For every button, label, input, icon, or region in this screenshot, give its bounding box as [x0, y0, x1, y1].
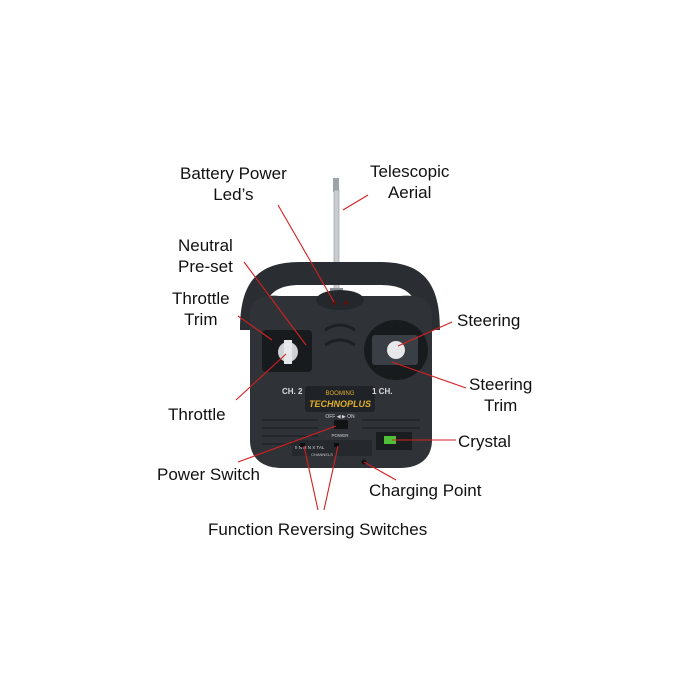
- leader-throttle: [235, 353, 287, 401]
- label-charging-point: Charging Point: [369, 481, 482, 500]
- reversing-switch[interactable]: [334, 443, 339, 447]
- label-battery-leds: Battery Power Led’s: [180, 164, 287, 204]
- leader-aerial: [342, 194, 369, 211]
- switch-text: OFF ◀ ▶ ON: [325, 414, 355, 420]
- label-crystal: Crystal: [458, 432, 511, 451]
- leader-neutral: [243, 261, 307, 346]
- battery-led: [344, 301, 348, 305]
- ch1-text: 1 CH.: [372, 387, 392, 396]
- reversing-switch[interactable]: [300, 443, 305, 447]
- label-steering: Steering: [457, 311, 521, 330]
- label-steering-trim: Steering Trim: [469, 375, 533, 415]
- leader-charging: [363, 461, 397, 481]
- ch2-text: CH. 2: [282, 387, 303, 396]
- reversing-panel: [292, 440, 372, 456]
- leader-steering-trim: [391, 361, 467, 389]
- label-neutral-preset: Neutral Pre-set: [178, 236, 233, 276]
- leader-reversing-2: [323, 445, 339, 511]
- power-text: POWER: [331, 433, 349, 438]
- reverse-row-text: II N R N X TAL: [295, 445, 325, 450]
- label-telescopic-aerial: Telescopic Aerial: [370, 162, 450, 202]
- brand-top-text: BOOMING: [325, 391, 354, 397]
- power-switch[interactable]: [334, 420, 348, 429]
- leader-steering: [397, 321, 453, 347]
- led-housing: [316, 290, 364, 310]
- label-throttle-trim: Throttle Trim: [172, 289, 230, 329]
- leader-reversing-1: [303, 445, 319, 511]
- brand-plate: [305, 386, 375, 412]
- leader-power-switch: [237, 425, 337, 463]
- steering-stick-housing: [364, 320, 428, 380]
- label-throttle: Throttle: [168, 405, 226, 424]
- throttle-stick-housing: [262, 330, 312, 372]
- brand-text: TECHNOPLUS: [309, 399, 371, 409]
- leader-throttle-trim: [237, 315, 273, 341]
- label-power-switch: Power Switch: [157, 465, 260, 484]
- battery-led: [332, 301, 336, 305]
- crystal[interactable]: [384, 436, 396, 444]
- leader-lines: [235, 194, 467, 511]
- label-function-reversing-switches: Function Reversing Switches: [208, 520, 428, 539]
- channels-text: CHANNELS: [311, 452, 333, 457]
- carry-handle: [240, 262, 440, 330]
- leader-battery-leds: [277, 204, 335, 303]
